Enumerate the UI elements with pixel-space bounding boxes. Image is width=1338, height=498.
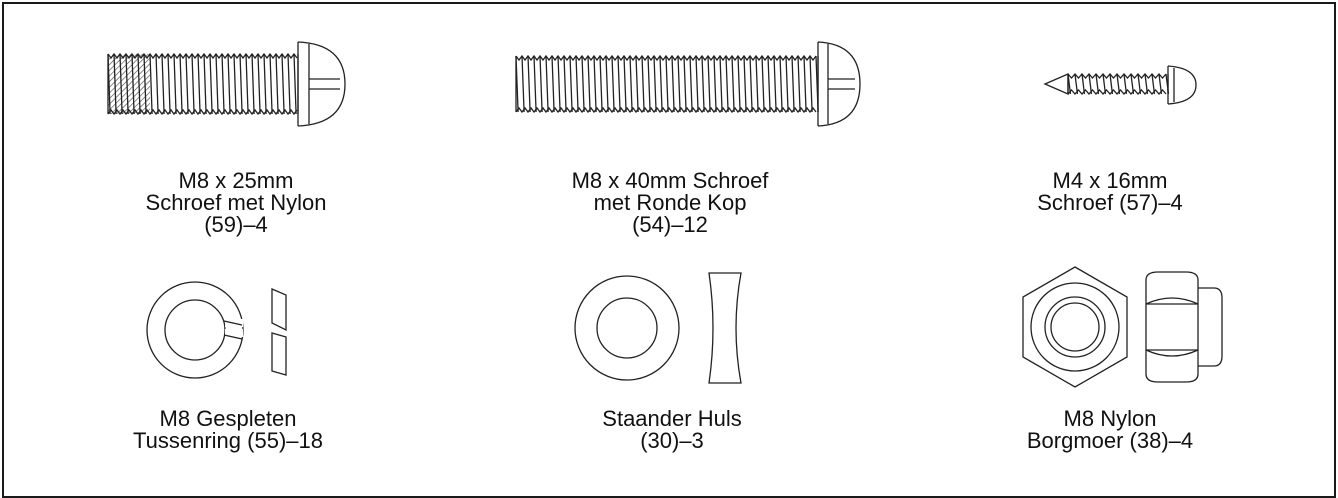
caption-screw-m8x25: M8 x 25mm Schroef met Nylon (59)–4 [146,170,327,236]
caption-line: Schroef met Nylon [145,190,327,215]
tapping-screw-icon [1043,65,1197,105]
spacer-sleeve-icon [574,272,742,384]
caption-screw-m4x16: M4 x 16mm Schroef (57)–4 [1037,170,1183,214]
caption-line: (30)–3 [640,428,704,453]
caption-line: M8 x 25mm [178,168,294,193]
caption-line: Schroef (57)–4 [1037,190,1183,215]
hex-screw-nylon-patch-icon [107,41,346,127]
round-head-screw-icon [515,41,861,127]
caption-line: Tussenring (55)–18 [133,428,323,453]
caption-line: (59)–4 [204,212,268,237]
caption-line: (54)–12 [632,212,708,237]
caption-line: Staander Huls [602,406,742,431]
caption-line: M8 Gespleten [159,406,297,431]
caption-line: M8 Nylon [1063,406,1157,431]
split-lock-washer-icon [146,281,287,379]
nylon-lock-nut-icon [1022,266,1223,388]
caption-nylon-nut: M8 Nylon Borgmoer (38)–4 [1027,408,1193,452]
caption-line: Borgmoer (38)–4 [1026,428,1194,453]
caption-screw-m8x40: M8 x 40mm Schroef met Ronde Kop (54)–12 [572,170,769,236]
caption-line: M8 x 40mm Schroef [571,168,769,193]
caption-split-washer: M8 Gespleten Tussenring (55)–18 [133,408,323,452]
caption-line: met Ronde Kop [593,190,747,215]
caption-spacer: Staander Huls (30)–3 [602,408,741,452]
caption-line: M4 x 16mm [1052,168,1168,193]
